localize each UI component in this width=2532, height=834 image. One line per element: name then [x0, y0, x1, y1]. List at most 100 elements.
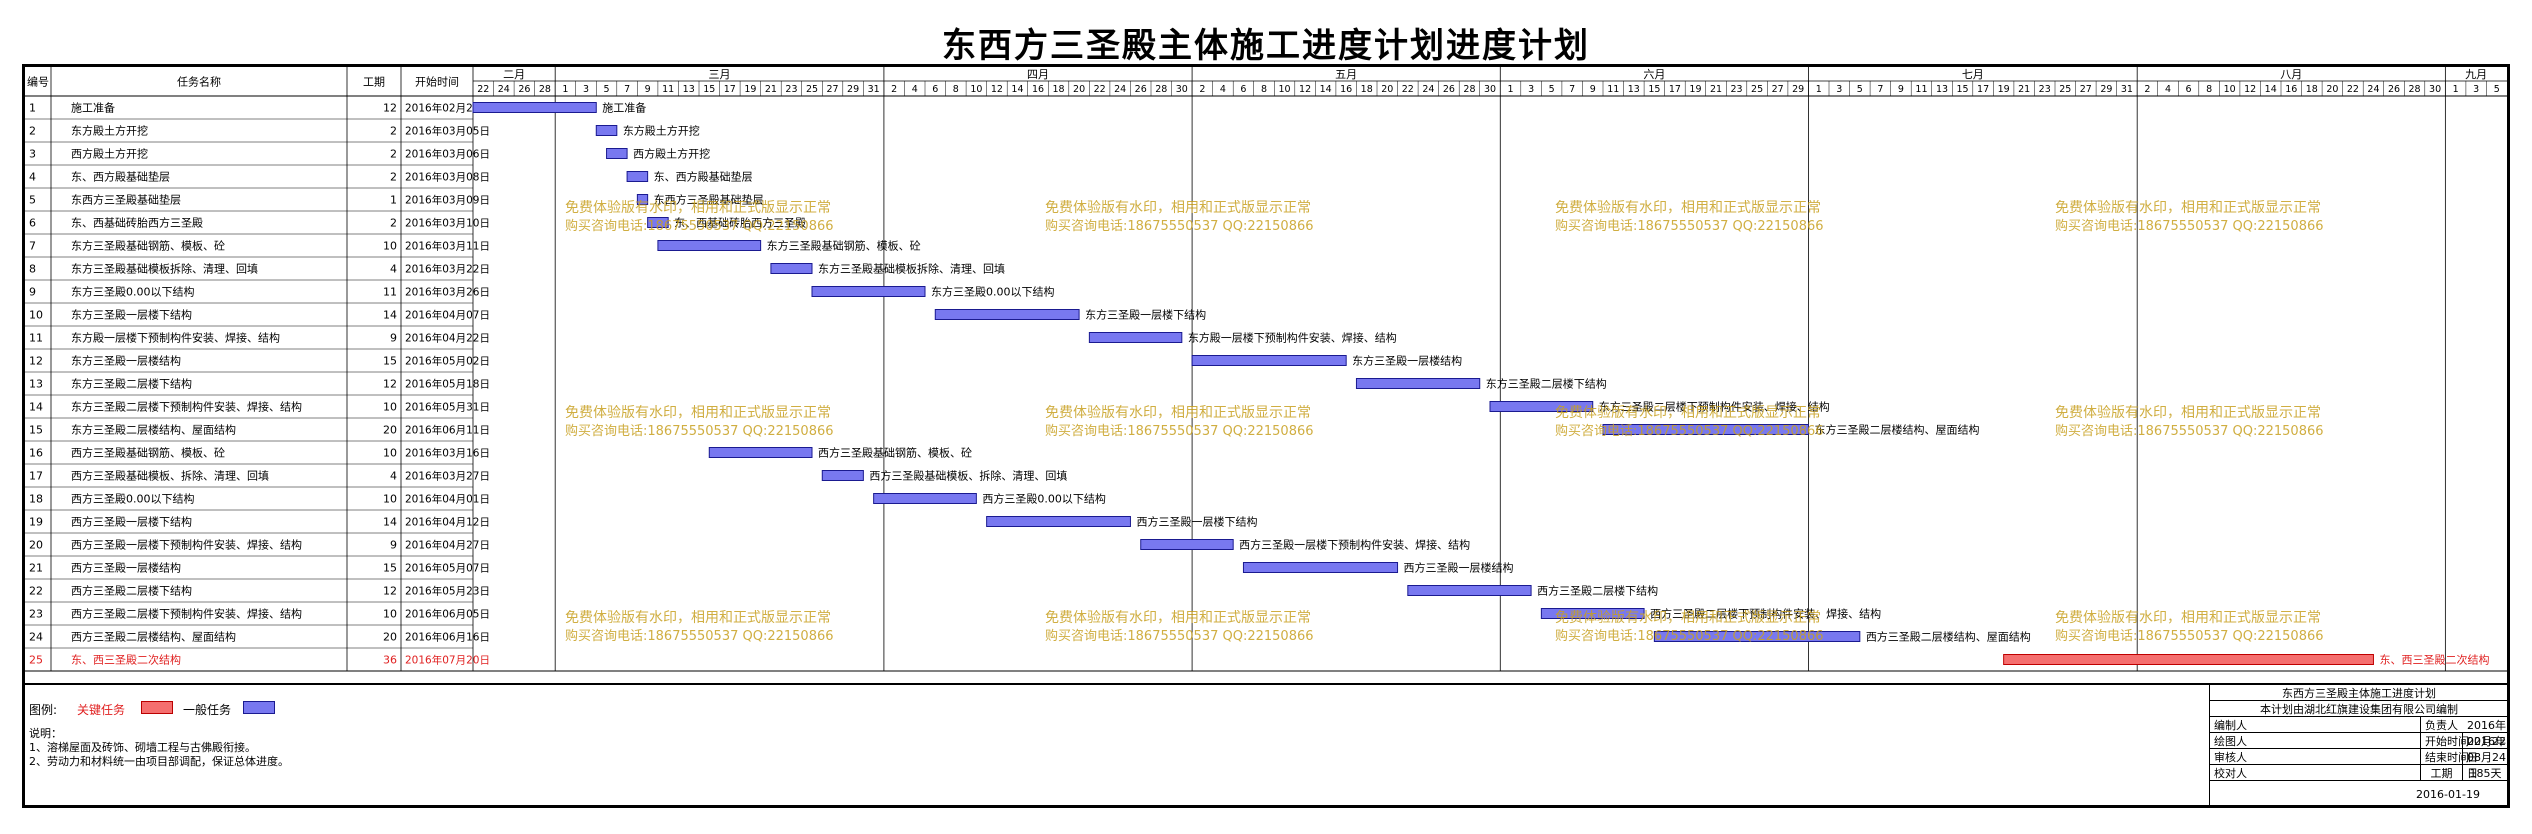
page-title: 东西方三圣殿主体施工进度计划进度计划	[942, 26, 1590, 66]
day-label: 17	[1977, 84, 1989, 95]
watermark-line-2: 购买咨询电话:18675550537 QQ:22150866	[1555, 218, 1824, 234]
day-label: 18	[1052, 84, 1064, 95]
task-start: 2016年06月11日	[405, 424, 490, 437]
day-label: 28	[1155, 84, 1167, 95]
day-label: 5	[1549, 84, 1555, 95]
task-bar-label: 西方三圣殿一层楼下预制构件安装、焊接、结构	[1239, 538, 1470, 552]
day-label: 15	[703, 84, 715, 95]
task-id: 11	[29, 332, 43, 345]
task-name: 西方三圣殿二层楼下结构	[71, 584, 192, 598]
day-label: 15	[1956, 84, 1968, 95]
task-duration: 4	[390, 263, 397, 276]
watermark-line-1: 免费体验版有水印，相用和正式版显示正常	[2055, 405, 2321, 421]
task-name: 西方三圣殿二层楼下预制构件安装、焊接、结构	[71, 607, 302, 621]
day-label: 6	[932, 84, 938, 95]
day-label: 20	[2326, 84, 2338, 95]
month-label: 二月	[503, 68, 525, 81]
info-check-key: 校对人	[2214, 766, 2247, 780]
task-start: 2016年04月01日	[405, 493, 490, 506]
task-id: 15	[29, 424, 43, 437]
task-bar-label: 东方三圣殿基础钢筋、模板、砼	[767, 239, 921, 253]
day-label: 18	[2306, 84, 2318, 95]
task-name: 东方三圣殿0.00以下结构	[71, 285, 195, 299]
day-label: 19	[744, 84, 756, 95]
day-label: 12	[2244, 84, 2256, 95]
day-label: 4	[912, 84, 918, 95]
task-bar-label: 东方殿一层楼下预制构件安装、焊接、结构	[1188, 331, 1397, 345]
day-label: 14	[1011, 84, 1023, 95]
day-label: 9	[1590, 84, 1596, 95]
day-label: 9	[1898, 84, 1904, 95]
task-duration: 36	[383, 654, 397, 667]
day-label: 3	[1528, 84, 1534, 95]
notes-line-2: 2、劳动力和材料统一由项目部调配，保证总体进度。	[29, 755, 289, 768]
task-bar-label: 西方三圣殿二层楼下结构	[1537, 584, 1658, 598]
task-bar-label: 东方三圣殿一层楼结构	[1352, 354, 1462, 368]
day-label: 22	[2347, 84, 2359, 95]
task-bar	[1407, 585, 1532, 596]
task-start: 2016年05月18日	[405, 378, 490, 391]
task-name: 东方三圣殿二层楼下预制构件安装、焊接、结构	[71, 400, 302, 414]
task-bar-label: 东方三圣殿基础模板拆除、清理、回填	[818, 262, 1005, 276]
day-label: 1	[2453, 84, 2459, 95]
day-label: 21	[765, 84, 777, 95]
task-duration: 15	[383, 355, 397, 368]
day-label: 16	[2285, 84, 2297, 95]
task-duration: 4	[390, 470, 397, 483]
task-bar-label: 东方三圣殿一层楼下结构	[1085, 308, 1206, 322]
task-bar	[1653, 631, 1861, 642]
task-start: 2016年03月16日	[405, 447, 490, 460]
task-id: 24	[29, 631, 43, 644]
day-label: 9	[645, 84, 651, 95]
info-owner-key: 负责人	[2420, 717, 2508, 732]
task-id: 14	[29, 401, 43, 414]
task-name: 东西方三圣殿基础垫层	[71, 193, 181, 207]
task-bar	[770, 263, 813, 274]
task-bar	[595, 125, 618, 136]
day-label: 2	[1199, 84, 1205, 95]
task-bar	[934, 309, 1080, 320]
task-bar-label: 西方三圣殿一层楼下结构	[1136, 515, 1257, 529]
day-label: 21	[2018, 84, 2030, 95]
watermark-line-1: 免费体验版有水印，相用和正式版显示正常	[1045, 610, 1311, 626]
day-label: 14	[2265, 84, 2277, 95]
day-label: 5	[2494, 84, 2500, 95]
task-start: 2016年05月23日	[405, 585, 490, 598]
watermark-line-1: 免费体验版有水印，相用和正式版显示正常	[2055, 200, 2321, 216]
task-duration: 12	[383, 585, 397, 598]
task-duration: 12	[383, 378, 397, 391]
info-company: 本计划由湖北红旗建设集团有限公司编制	[2260, 702, 2458, 716]
day-label: 2	[891, 84, 897, 95]
day-label: 6	[2186, 84, 2192, 95]
header-start-time: 开始时间	[415, 75, 459, 89]
task-bar-label: 西方三圣殿0.00以下结构	[982, 492, 1106, 506]
day-label: 17	[724, 84, 736, 95]
watermark-line-2: 购买咨询电话:18675550537 QQ:22150866	[1555, 423, 1824, 439]
day-label: 11	[1607, 84, 1619, 95]
task-name: 东方殿土方开挖	[71, 124, 148, 138]
day-label: 3	[1836, 84, 1842, 95]
task-bar	[1088, 332, 1183, 343]
task-bar-label: 东、西基础砖胎西方三圣殿	[674, 216, 806, 230]
task-name: 东、西方殿基础垫层	[71, 170, 170, 184]
day-label: 20	[1073, 84, 1085, 95]
info-duration-value: 185天	[2462, 765, 2508, 780]
day-label: 16	[1032, 84, 1044, 95]
day-label: 10	[1278, 84, 1290, 95]
task-id: 5	[29, 194, 36, 207]
day-label: 22	[1402, 84, 1414, 95]
task-duration: 10	[383, 608, 397, 621]
task-id: 23	[29, 608, 43, 621]
day-label: 13	[1936, 84, 1948, 95]
watermark-line-1: 免费体验版有水印，相用和正式版显示正常	[1555, 405, 1821, 421]
task-name: 西方三圣殿一层楼下预制构件安装、焊接、结构	[71, 538, 302, 552]
day-label: 11	[1915, 84, 1927, 95]
month-label: 六月	[1643, 68, 1665, 81]
task-id: 22	[29, 585, 43, 598]
task-id: 20	[29, 539, 43, 552]
task-name: 施工准备	[71, 101, 115, 115]
task-name: 东、西三圣殿二次结构	[71, 653, 181, 667]
task-name: 东方三圣殿一层楼结构	[71, 354, 181, 368]
day-label: 4	[1220, 84, 1226, 95]
